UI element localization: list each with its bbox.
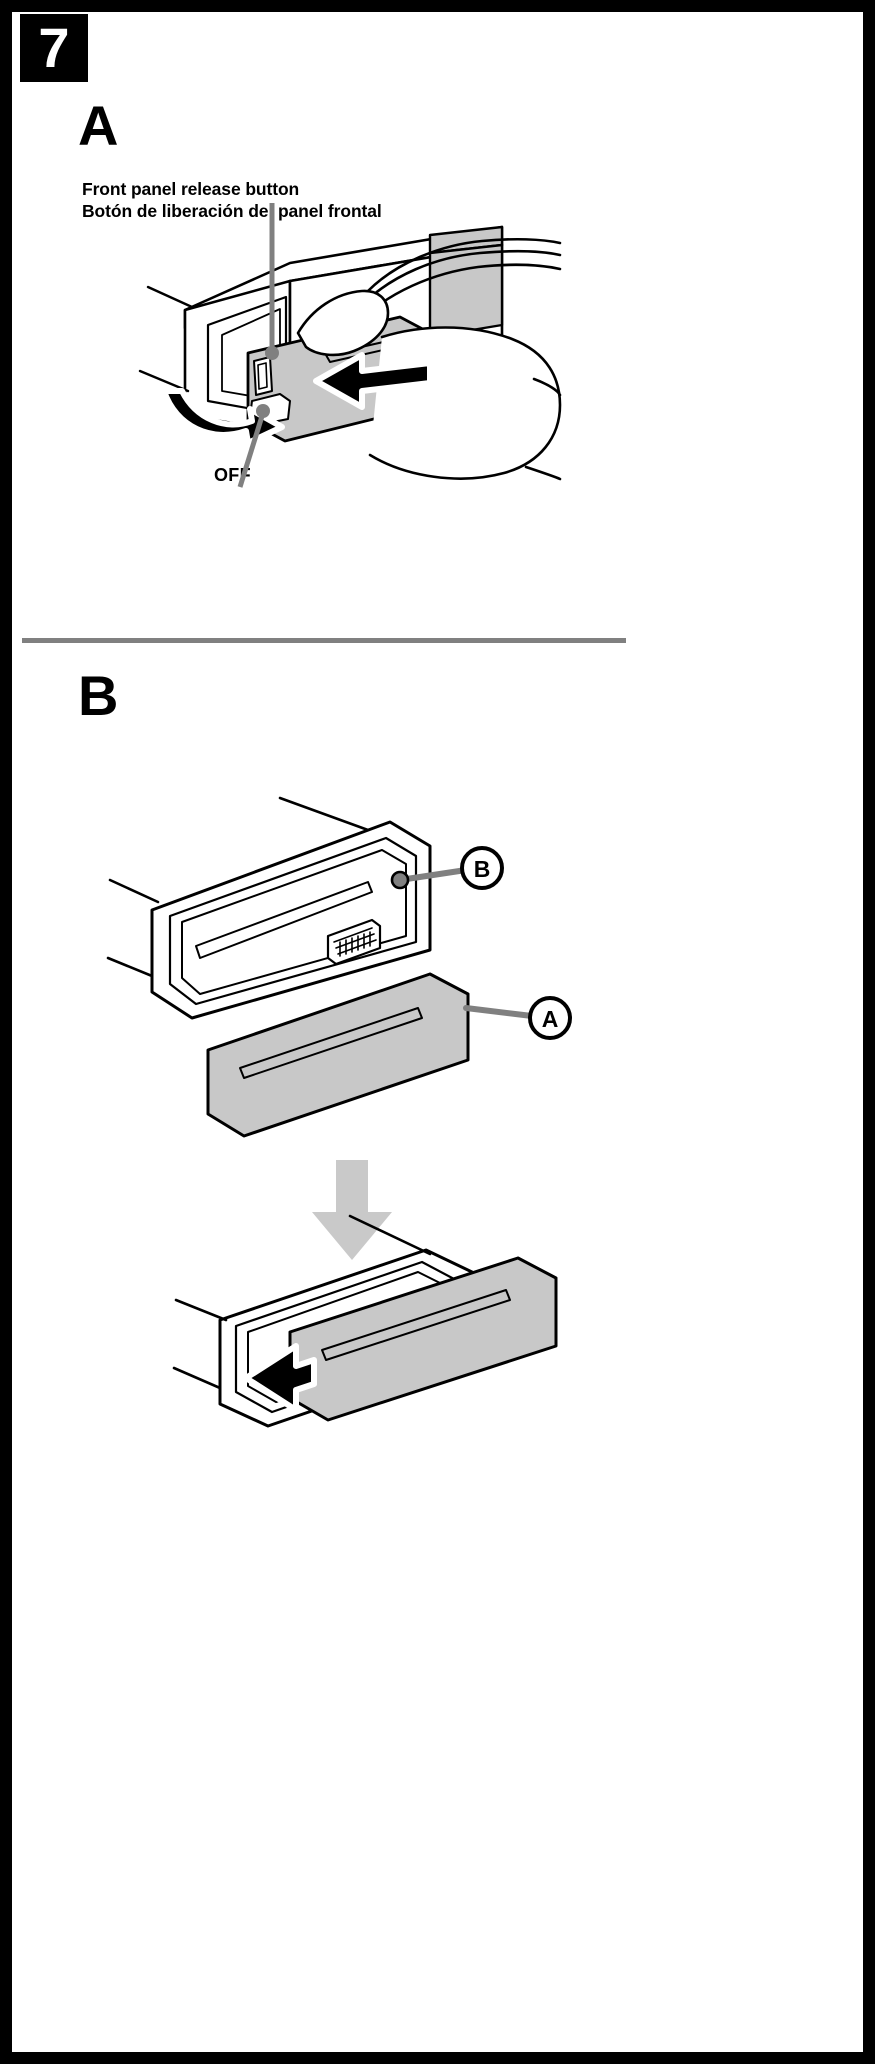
- leader-line-off: [237, 412, 266, 488]
- rotate-arrow: [161, 388, 285, 446]
- illustration-section-a: [130, 203, 562, 515]
- marker-a-label: A: [542, 1006, 559, 1032]
- marker-a-circle: [528, 996, 572, 1040]
- section-a-letter: A: [78, 94, 118, 157]
- insert-arrow: [243, 1343, 317, 1413]
- step-number-badge: 7: [20, 14, 88, 82]
- leader-lines-section-a: [237, 203, 279, 488]
- chassis-leader-line-bottom: [138, 369, 190, 393]
- leader-dot-marker-b: [390, 870, 410, 890]
- down-arrow: [312, 1160, 392, 1260]
- marker-a-group: A: [528, 996, 572, 1040]
- callout-front-panel-release-button: Front panel release button Botón de libe…: [82, 179, 382, 222]
- leader-line-marker-b: [397, 867, 469, 883]
- section-divider: [22, 638, 626, 643]
- chassis-leader-line-top: [146, 285, 194, 309]
- chassis-rear-block-face: [428, 243, 504, 339]
- press-arrow: [313, 352, 433, 410]
- illustration-section-b: B A: [100, 760, 760, 1460]
- marker-b-group: B: [460, 846, 504, 890]
- leader-dot-release-button: [265, 346, 279, 360]
- detached-front-panel: [206, 972, 470, 1138]
- leader-dot-off: [256, 404, 270, 418]
- marker-b-label: B: [474, 856, 491, 882]
- leader-line-marker-a: [463, 1005, 535, 1019]
- marker-b-circle: [460, 846, 504, 890]
- front-panel-release-latch-inner: [257, 362, 268, 390]
- chassis-upper: [106, 796, 432, 1020]
- section-b-letter: B: [78, 664, 118, 727]
